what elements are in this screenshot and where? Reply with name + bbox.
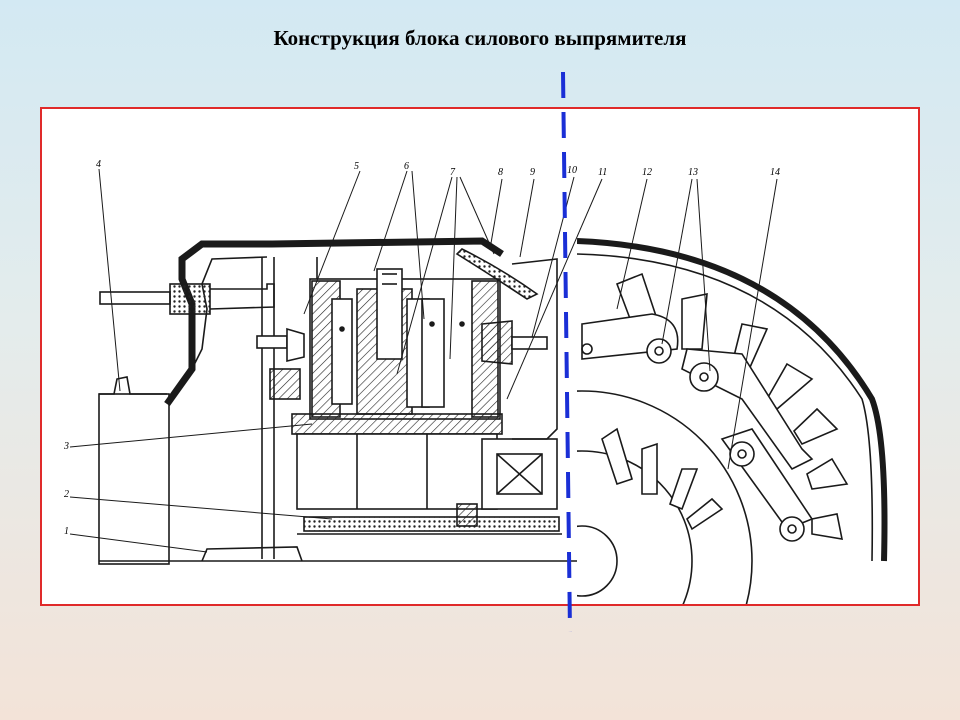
label-11: 11 — [598, 167, 607, 178]
label-5: 5 — [354, 161, 359, 172]
leader-lines — [69, 168, 778, 553]
fitting-connector — [209, 283, 275, 310]
outer-housing — [164, 237, 504, 407]
nut-1 — [646, 338, 672, 364]
nut-4 — [779, 516, 805, 542]
left-bolt — [256, 335, 288, 349]
hub-center — [577, 525, 618, 597]
right-bolt — [511, 336, 548, 350]
label-14: 14 — [770, 167, 780, 178]
hub-circle — [577, 450, 693, 604]
diode-1 — [331, 298, 353, 405]
base-plate — [296, 433, 498, 510]
right-housing — [511, 258, 558, 440]
label-7: 7 — [450, 167, 456, 178]
label-13: 13 — [688, 167, 698, 178]
callout-labels: 4 5 6 7 8 9 10 11 12 13 14 3 2 1 — [63, 159, 780, 537]
bottom-rail — [303, 516, 560, 532]
diagram-frame: 4 5 6 7 8 9 10 11 12 13 14 3 2 1 — [40, 107, 920, 606]
inner-rim — [577, 253, 874, 562]
disc-circle — [577, 390, 753, 604]
rectifier-assembly-drawing: 4 5 6 7 8 9 10 11 12 13 14 3 2 1 — [63, 159, 888, 604]
insulating-plate — [291, 413, 503, 435]
center-stud — [376, 268, 403, 360]
left-section-drawing — [98, 237, 577, 565]
outer-rim — [577, 238, 888, 562]
right-section-drawing — [577, 238, 888, 604]
label-9: 9 — [530, 167, 535, 178]
housing-flange — [99, 376, 167, 395]
label-12: 12 — [642, 167, 652, 178]
base-ring — [201, 546, 303, 562]
label-2: 2 — [64, 489, 69, 500]
label-4: 4 — [96, 159, 101, 170]
label-3: 3 — [63, 441, 69, 452]
label-10: 10 — [567, 165, 577, 176]
right-clamp — [481, 320, 513, 365]
housing-base — [98, 393, 170, 565]
diode-3 — [421, 298, 445, 408]
nut-2 — [689, 362, 719, 392]
small-hole — [581, 343, 593, 355]
label-6: 6 — [404, 161, 409, 172]
cooling-fins — [601, 272, 849, 540]
threaded-fitting — [169, 283, 211, 315]
left-bolt-head — [286, 327, 305, 363]
label-1: 1 — [64, 526, 69, 537]
page-title: Конструкция блока силового выпрямителя — [273, 26, 687, 50]
label-8: 8 — [498, 167, 503, 178]
seal — [455, 248, 539, 300]
nut-3 — [729, 441, 755, 467]
left-washer — [269, 368, 301, 400]
